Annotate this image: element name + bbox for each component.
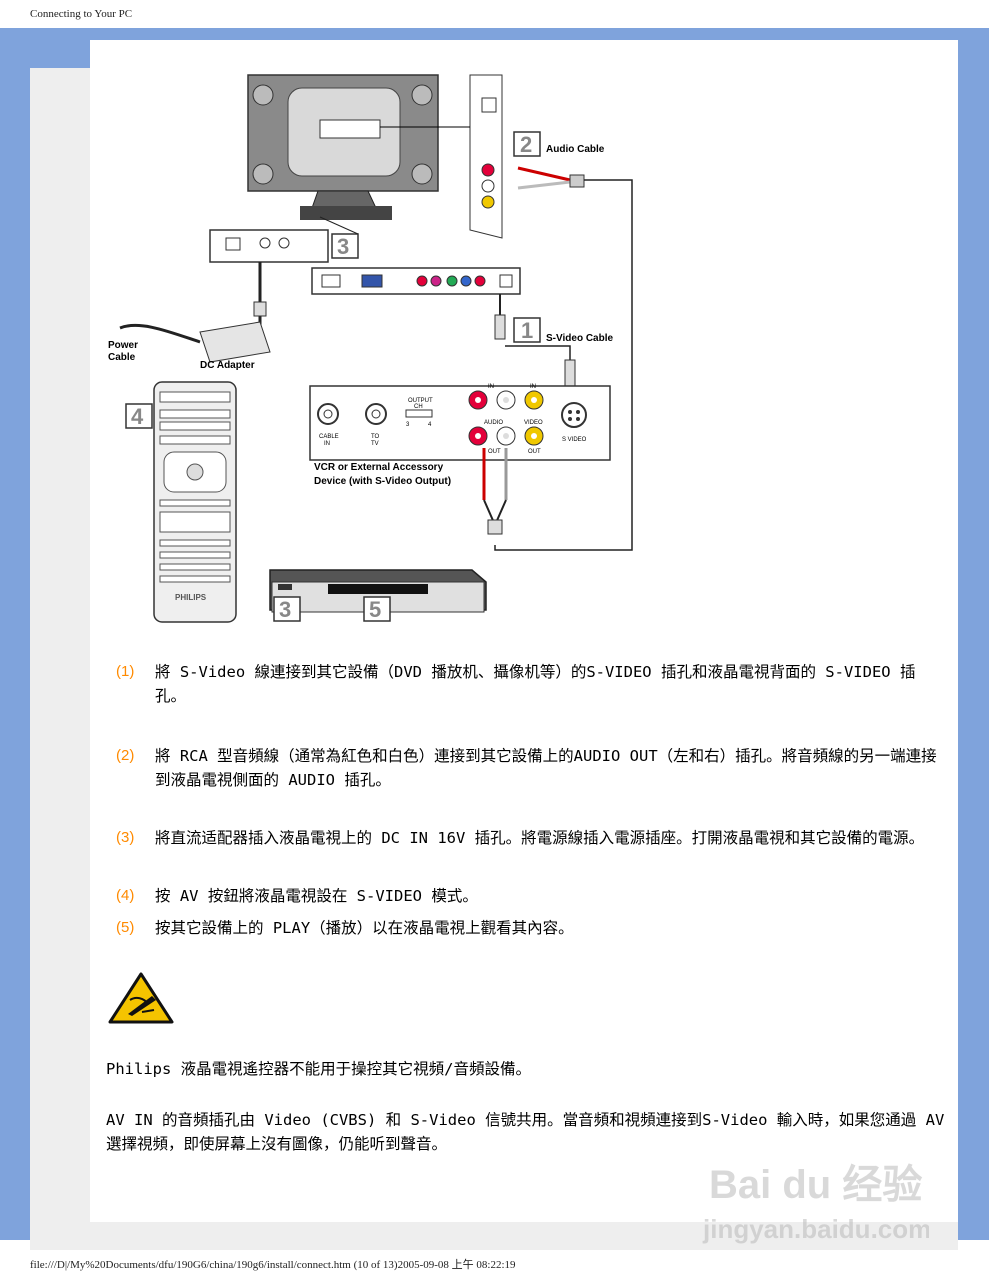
tv-side-panel [380, 74, 503, 239]
audio-cable-label: Audio Cable [546, 144, 605, 155]
watermark-brand: Bai du 经验 [709, 1163, 922, 1207]
print-footer: file:///D|/My%20Documents/dfu/190G6/chin… [30, 1259, 516, 1271]
svg-text:CABLE: CABLE [319, 434, 339, 440]
svg-text:VIDEO: VIDEO [524, 420, 543, 426]
tv-back-illustration [247, 74, 439, 220]
step-1: (1) 將 S-Video 線連接到其它設備（DVD 播放机、攝像机等）的S-V… [116, 660, 946, 708]
svg-text:TV: TV [371, 441, 379, 447]
svg-text:OUTPUT: OUTPUT [408, 398, 433, 404]
philips-remote-logo: PHILIPS [175, 593, 207, 602]
step-3: (3) 將直流适配器插入液晶電視上的 DC IN 16V 插孔。將電源線插入電源… [116, 826, 946, 850]
svg-text:CH: CH [414, 404, 423, 410]
svg-text:OUT: OUT [528, 449, 541, 455]
step-4: (4) 按 AV 按鈕將液晶電視設在 S-VIDEO 模式。 [116, 884, 946, 908]
svg-text:IN: IN [488, 384, 494, 390]
step-text: 將 S-Video 線連接到其它設備（DVD 播放机、攝像机等）的S-VIDEO… [155, 663, 916, 705]
svg-text:IN: IN [530, 384, 536, 390]
step-text: 按其它設備上的 PLAY（播放）以在液晶電視上觀看其內容。 [155, 919, 574, 937]
svg-text:OUT: OUT [488, 449, 501, 455]
step-text: 將直流适配器插入液晶電視上的 DC IN 16V 插孔。將電源線插入電源插座。打… [155, 829, 925, 847]
badge-3-bottom: 3 [279, 597, 291, 622]
note-remote: Philips 液晶電視遙控器不能用于操控其它視頻/音頻設備。 [106, 1060, 531, 1078]
step-number: (1) [116, 663, 135, 680]
baidu-watermark: Bai du 经验 jingyan.baidu.com [702, 1163, 929, 1244]
instruction-steps: (1) 將 S-Video 線連接到其它設備（DVD 播放机、攝像机等）的S-V… [116, 660, 946, 940]
step-text: 按 AV 按鈕將液晶電視設在 S-VIDEO 模式。 [155, 887, 478, 905]
step-number: (3) [116, 829, 135, 846]
step-2: (2) 將 RCA 型音頻線（通常為紅色和白色）連接到其它設備上的AUDIO O… [116, 744, 946, 792]
badge-5: 5 [369, 597, 381, 622]
dc-adapter-label: DC Adapter [200, 360, 255, 371]
step-number: (2) [116, 747, 135, 764]
audio-cable-icon [517, 166, 585, 190]
step-number: (4) [116, 887, 135, 904]
step-5: (5) 按其它設備上的 PLAY（播放）以在液晶電視上觀看其內容。 [116, 916, 946, 940]
svg-text:4: 4 [428, 422, 432, 428]
badge-1: 1 [521, 318, 533, 343]
badge-4: 4 [131, 404, 144, 429]
vcr-back-panel [309, 385, 611, 461]
step-number: (5) [116, 919, 135, 936]
note-audio-shared: AV IN 的音頻插孔由 Video (CVBS) 和 S-Video 信號共用… [106, 1111, 945, 1153]
svg-text:3: 3 [406, 422, 410, 428]
svideo-cable-label: S-Video Cable [546, 333, 613, 344]
svg-text:IN: IN [324, 441, 330, 447]
watermark-url: jingyan.baidu.com [702, 1214, 929, 1244]
step-text: 將 RCA 型音頻線（通常為紅色和白色）連接到其它設備上的AUDIO OUT（左… [155, 747, 937, 789]
note-warning-icon [108, 972, 174, 1024]
svg-text:AUDIO: AUDIO [484, 420, 503, 426]
svg-text:TO: TO [371, 434, 380, 440]
vcr-caption-line-1: VCR or External Accessory [314, 462, 444, 473]
print-header: Connecting to Your PC [30, 8, 133, 20]
badge-3-top: 3 [337, 234, 349, 259]
badge-2: 2 [520, 132, 532, 157]
vcr-caption-line-2: Device (with S-Video Output) [314, 476, 451, 487]
svg-text:S VIDEO: S VIDEO [562, 437, 587, 443]
